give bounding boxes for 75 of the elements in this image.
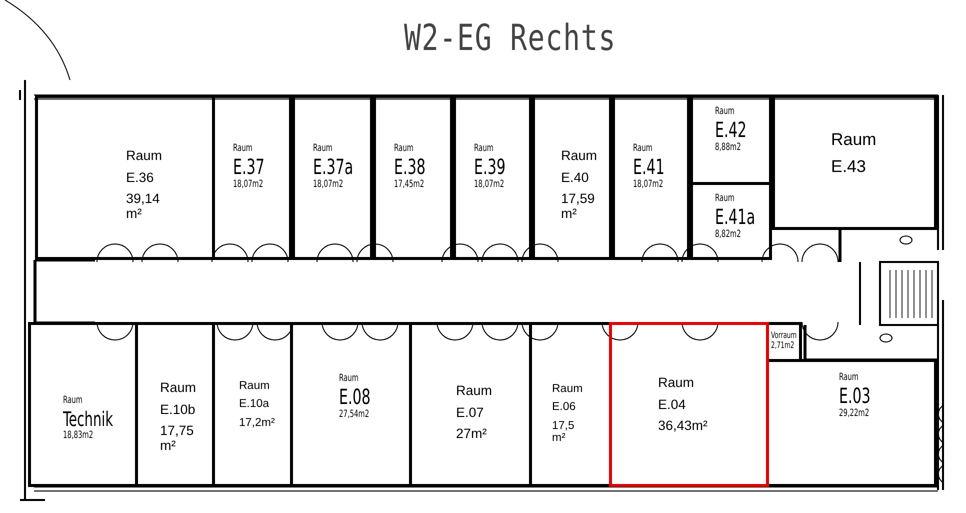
room	[612, 95, 690, 260]
room-number: E.42	[715, 118, 746, 142]
room	[609, 322, 769, 487]
room-area: 17,75 m²	[160, 423, 196, 454]
room-number: E.38	[394, 154, 426, 178]
room-number: E.07	[456, 404, 484, 420]
room-area: 18,07m2	[313, 178, 344, 190]
room-area: 39,14 m²	[126, 191, 162, 222]
room-label: Raum	[339, 373, 358, 384]
room	[772, 95, 937, 230]
room	[135, 322, 215, 487]
room	[35, 95, 215, 260]
room-label: Raum	[160, 380, 196, 395]
room	[212, 95, 292, 260]
room	[409, 322, 532, 487]
room-area: 18,07m2	[474, 178, 504, 190]
room-label: Raum	[839, 372, 858, 383]
room	[690, 182, 772, 260]
room-number: E.36	[126, 170, 154, 185]
room-area: 17,5 m²	[552, 420, 582, 444]
room-label: Raum	[63, 395, 82, 406]
room	[292, 95, 373, 260]
room-number: E.04	[658, 396, 686, 412]
room-label: Raum	[552, 383, 583, 395]
room-number: E.10a	[239, 398, 270, 410]
room-label: Raum	[715, 106, 734, 117]
room-number: Technik	[63, 406, 114, 430]
room	[453, 95, 532, 260]
room-number: E.37a	[313, 154, 354, 178]
room-number: E.10b	[160, 402, 196, 417]
room-area: 29,22m2	[839, 408, 870, 419]
room	[690, 95, 772, 185]
plan-title: W2-EG Rechts	[404, 18, 616, 59]
room-number: E.03	[839, 384, 870, 408]
room	[290, 322, 412, 487]
room-number: E.41	[633, 154, 664, 178]
room-label: Raum	[233, 143, 252, 154]
room-label: Raum	[394, 143, 414, 154]
room-number: E.41a	[715, 204, 756, 228]
room	[529, 322, 612, 487]
room-label: Raum	[474, 143, 494, 154]
room-area: 8,88m2	[715, 142, 741, 153]
room-area: 8,82m2	[715, 228, 741, 240]
room-area: 18,07m2	[633, 178, 664, 190]
room-area: 18,07m2	[233, 178, 264, 190]
room-number: E.08	[339, 384, 370, 408]
room-label: Raum	[715, 193, 734, 204]
room	[766, 359, 937, 487]
room	[532, 95, 612, 260]
room-label: Raum	[633, 143, 652, 154]
room-label: Raum	[456, 383, 492, 398]
room-label: Raum	[126, 148, 162, 163]
room-number: E.06	[552, 401, 576, 414]
room-number: E.37	[233, 154, 264, 178]
room	[212, 322, 293, 487]
room-area: 17,59 m²	[561, 191, 596, 222]
room-label: Raum	[561, 148, 598, 163]
room-area: 18,83m2	[63, 430, 94, 440]
room-area: 27m²	[456, 426, 487, 442]
room-label: Vorraum	[771, 331, 797, 341]
room-label: Raum	[313, 143, 332, 154]
room	[373, 95, 453, 260]
room-area: 17,2m²	[239, 416, 275, 429]
room	[28, 322, 138, 487]
room-label: Raum	[658, 375, 694, 390]
room-label: Raum	[831, 130, 876, 150]
room-number: E.39	[474, 154, 506, 178]
room-area: 27,54m2	[339, 408, 370, 420]
room-number: E.40	[561, 170, 589, 185]
room-number: 2,71m2	[771, 341, 794, 352]
room-number: E.43	[831, 157, 866, 178]
room-label: Raum	[239, 380, 270, 392]
room	[766, 322, 802, 362]
room-area: 36,43m²	[658, 418, 708, 434]
room-area: 17,45m2	[394, 178, 424, 190]
